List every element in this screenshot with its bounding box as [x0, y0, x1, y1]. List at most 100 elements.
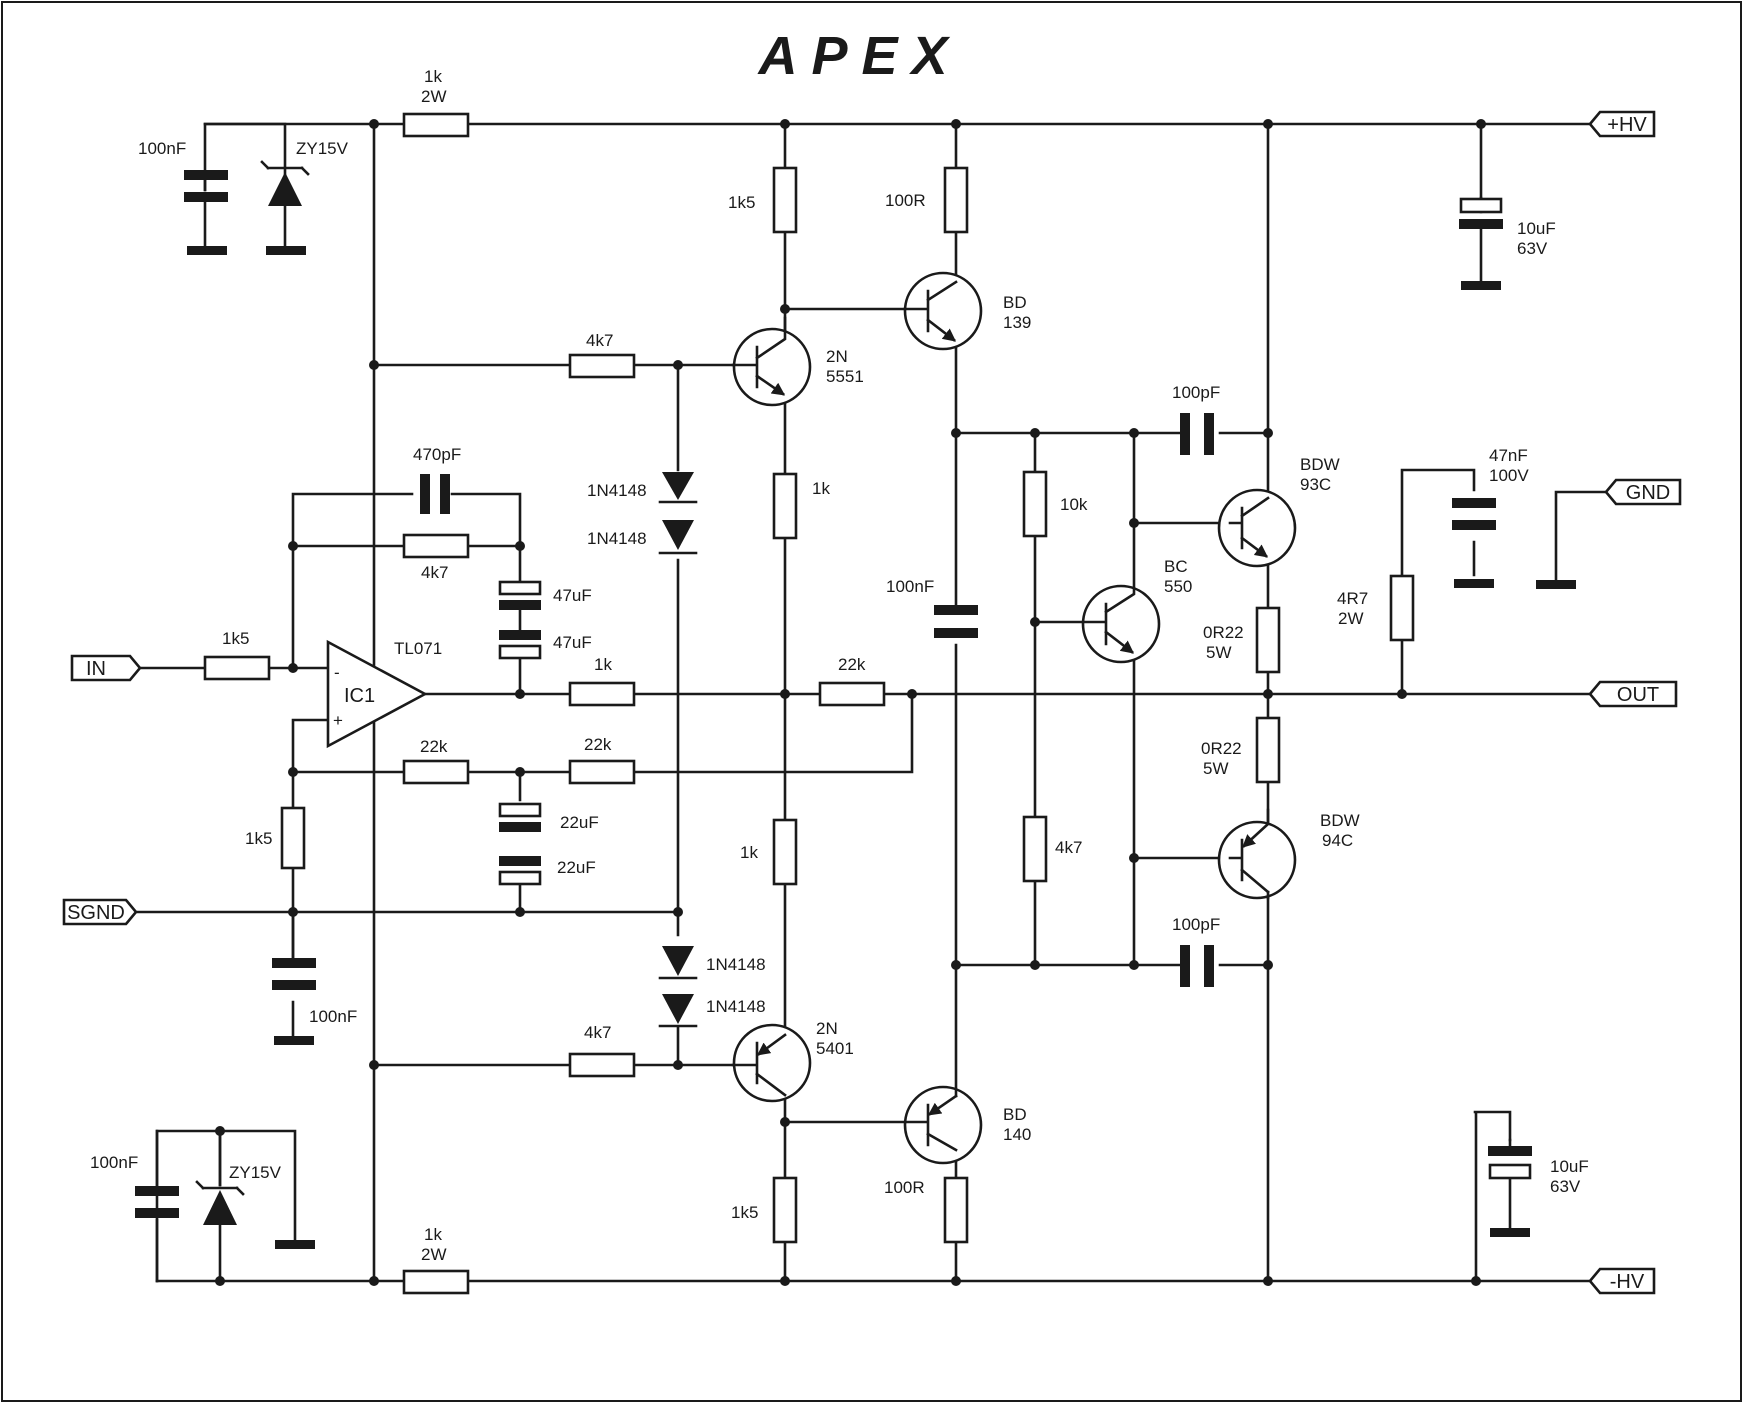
svg-text:47uF: 47uF [553, 633, 592, 652]
svg-text:94C: 94C [1322, 831, 1353, 850]
port-in: IN [70, 654, 142, 682]
resistor-r-1k-q1e: 1k [772, 472, 830, 540]
transistor-q3: BD 139 [903, 271, 1031, 351]
resistor-r-22k-b: 22k [568, 735, 636, 785]
svg-text:1k5: 1k5 [728, 193, 755, 212]
resistor-r-100r-q4: 100R [884, 1176, 969, 1244]
svg-text:TL071: TL071 [394, 639, 442, 658]
resistor-r-4k7-q1: 4k7 [568, 331, 636, 379]
svg-text:5W: 5W [1203, 759, 1229, 778]
resistor-r-22k-a: 22k [402, 737, 470, 785]
opamp-ic1: TL071 IC1 - + [326, 639, 442, 749]
svg-text:BD: BD [1003, 1105, 1027, 1124]
svg-text:+: + [333, 711, 343, 730]
capacitor-c-top-dec: 100nF [138, 139, 228, 248]
junction-dots [215, 119, 1486, 1286]
svg-text:4k7: 4k7 [1055, 838, 1082, 857]
capacitor-c-100p-bot: 100pF [1172, 915, 1220, 987]
transistor-q6: BDW 93C [1217, 455, 1340, 568]
svg-text:ZY15V: ZY15V [296, 139, 349, 158]
svg-text:2N: 2N [816, 1019, 838, 1038]
zener-z-bot: ZY15V [195, 1129, 282, 1283]
svg-text:100pF: 100pF [1172, 915, 1220, 934]
port-pos-rail: +HV [1588, 110, 1656, 138]
svg-text:140: 140 [1003, 1125, 1031, 1144]
capacitor-c-hv-top: 10uF 63V [1459, 196, 1556, 283]
svg-text:ZY15V: ZY15V [229, 1163, 282, 1182]
svg-text:100V: 100V [1489, 466, 1529, 485]
capacitor-c-100p-top: 100pF [1172, 383, 1220, 455]
svg-text:100R: 100R [884, 1178, 925, 1197]
resistor-r-10k: 10k [1022, 470, 1088, 538]
svg-text:100nF: 100nF [309, 1007, 357, 1026]
svg-text:100nF: 100nF [138, 139, 186, 158]
diode-d3: 1N4148 [658, 946, 766, 980]
resistor-r-1k-out: 1k [568, 655, 636, 707]
resistor-r-4k7-q2: 4k7 [568, 1023, 636, 1078]
svg-text:100R: 100R [885, 191, 926, 210]
resistor-r-top-rail: 1k 2W [402, 67, 470, 138]
port-sgnd: SGND [62, 898, 138, 926]
capacitor-c-bot-dec: 100nF [90, 1129, 179, 1283]
svg-text:22uF: 22uF [557, 858, 596, 877]
svg-text:BDW: BDW [1300, 455, 1340, 474]
capacitor-c-470p: 470pF [413, 445, 461, 514]
resistor-r-1k-q2e: 1k [740, 818, 798, 886]
svg-text:GND: GND [1626, 482, 1670, 504]
svg-text:IC1: IC1 [344, 685, 375, 707]
resistor-r-4r7: 4R7 2W [1337, 574, 1415, 642]
svg-text:2N: 2N [826, 347, 848, 366]
resistor-r-bot-rail: 1k 2W [402, 1225, 470, 1295]
svg-text:-HV: -HV [1610, 1271, 1645, 1293]
port-neg-rail: -HV [1588, 1267, 1656, 1295]
svg-text:BD: BD [1003, 293, 1027, 312]
svg-text:1k: 1k [424, 67, 442, 86]
diode-d4: 1N4148 [658, 994, 766, 1028]
ground-bars [187, 246, 1576, 1249]
svg-text:5401: 5401 [816, 1039, 854, 1058]
svg-text:1N4148: 1N4148 [706, 997, 766, 1016]
svg-text:1N4148: 1N4148 [587, 481, 647, 500]
svg-text:1k5: 1k5 [222, 629, 249, 648]
svg-text:22k: 22k [838, 655, 866, 674]
port-out: OUT [1588, 680, 1678, 708]
svg-text:10k: 10k [1060, 495, 1088, 514]
transistor-q4: BD 140 [903, 963, 1031, 1165]
capacitor-c-hv-bot: 10uF 63V [1488, 1138, 1589, 1230]
svg-text:OUT: OUT [1617, 684, 1659, 706]
resistor-re-bot: 0R22 5W [1201, 716, 1281, 784]
resistor-r-100r-q3: 100R [885, 166, 969, 234]
svg-text:63V: 63V [1517, 239, 1548, 258]
svg-text:100nF: 100nF [90, 1153, 138, 1172]
svg-text:550: 550 [1164, 577, 1192, 596]
svg-text:4k7: 4k7 [421, 563, 448, 582]
svg-text:93C: 93C [1300, 475, 1331, 494]
transistor-q1: 2N 5551 [731, 316, 864, 407]
svg-text:1N4148: 1N4148 [706, 955, 766, 974]
resistor-r-1k5-q1: 1k5 [728, 166, 798, 234]
svg-text:+HV: +HV [1607, 114, 1647, 136]
svg-text:4k7: 4k7 [584, 1023, 611, 1042]
capacitor-c-100n-mid: 100nF [886, 577, 978, 638]
capacitor-c-47n: 47nF 100V [1452, 446, 1529, 530]
capacitor-c-100n-sgnd: 100nF [272, 958, 357, 1026]
svg-text:22k: 22k [420, 737, 448, 756]
svg-text:1k: 1k [594, 655, 612, 674]
resistor-r-1k5-q2: 1k5 [731, 1176, 798, 1244]
svg-text:10uF: 10uF [1517, 219, 1556, 238]
svg-text:2W: 2W [421, 1245, 447, 1264]
resistor-r-1k5-in: 1k5 [203, 629, 271, 681]
svg-text:BDW: BDW [1320, 811, 1360, 830]
svg-text:1k: 1k [740, 843, 758, 862]
svg-text:IN: IN [86, 658, 106, 680]
svg-text:BC: BC [1164, 557, 1188, 576]
svg-text:-: - [334, 663, 340, 682]
svg-text:2W: 2W [421, 87, 447, 106]
capacitor-c-47u-pair: 47uF 47uF [498, 544, 592, 660]
resistor-r-22k-out: 22k [818, 655, 886, 707]
resistor-re-top: 0R22 5W [1203, 606, 1281, 674]
resistor-r-4k7-fb: 4k7 [402, 533, 470, 582]
resistor-r-4k7-vbe: 4k7 [1022, 815, 1082, 883]
